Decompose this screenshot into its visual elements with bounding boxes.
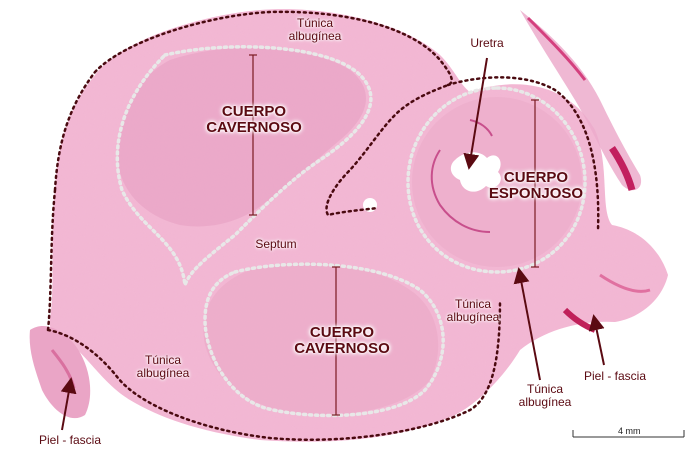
measure-arrows — [249, 54, 539, 416]
label-piel-fascia-right: Piel - fascia — [583, 369, 647, 383]
corpus-cavernosum-lower — [203, 262, 439, 415]
corpus-cavernosum-upper — [117, 47, 367, 227]
label-septum: Septum — [255, 237, 297, 251]
outline-cavernoso-top — [115, 45, 373, 286]
outline-tunica-outer — [46, 10, 600, 441]
fascia-strand — [520, 10, 642, 191]
tissue-section — [29, 9, 668, 442]
label-uretra: Uretra — [470, 36, 504, 50]
leader-arrows — [60, 57, 605, 431]
outline-esponjoso — [406, 86, 587, 274]
scale-bar — [572, 430, 685, 438]
urethra-lumen — [450, 152, 501, 192]
outline-cavernoso-bottom — [203, 262, 445, 418]
label-piel-fascia-left: Piel - fascia — [38, 433, 102, 447]
scale-bar-label: 4 mm — [618, 426, 641, 436]
skin-flap-left — [29, 325, 91, 419]
